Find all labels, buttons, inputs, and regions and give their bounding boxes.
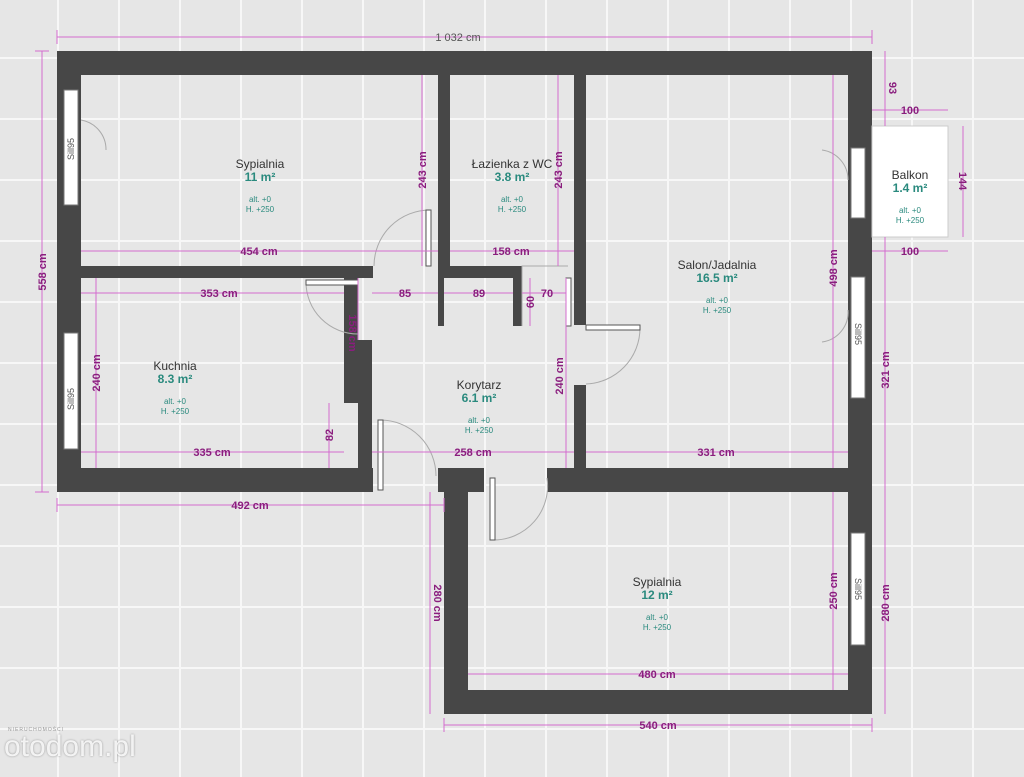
room-name: Sypialnia [633,575,682,589]
room-height: H. +250 [703,306,732,315]
room-alt: alt. +0 [646,613,669,622]
room-name: Salon/Jadalnia [678,258,757,272]
window-salon [850,276,866,399]
dim-bedroom2-right: 280 cm [880,584,892,622]
dim-bathroom-height: 243 cm [553,151,565,189]
dim-salon-width: 331 cm [697,447,735,459]
dim-bedroom1-height: 243 cm [417,151,429,189]
dim-kitchen-door: 158 cm [346,314,358,352]
dim-corridor-60: 60 [525,296,537,308]
room-area: 8.3 m² [158,372,193,386]
room-alt: alt. +0 [501,195,524,204]
room-bedroom1: Sypialnia 11 m² alt. +0 H. +250 [236,157,285,214]
sill-label-right-salon: Sill95 [853,323,863,345]
dim-salon-height: 498 cm [828,249,840,287]
room-height: H. +250 [643,623,672,632]
room-area: 1.4 m² [893,181,928,195]
room-height: H. +250 [896,216,925,225]
dim-kitchen-width: 335 cm [193,447,231,459]
dim-kitchen-height: 240 cm [91,354,103,392]
room-area: 16.5 m² [696,271,737,285]
dimension-lines [35,30,964,732]
room-area: 3.8 m² [495,170,530,184]
room-balcony: Balkon 1.4 m² alt. +0 H. +250 [892,168,929,225]
room-alt: alt. +0 [899,206,922,215]
dim-corridor-width: 258 cm [454,447,492,459]
dim-kitchen-small: 82 [324,429,336,441]
room-alt: alt. +0 [468,416,491,425]
dim-corridor-85: 85 [399,288,411,300]
dim-balcony-top: 100 [901,105,919,117]
room-name: Balkon [892,168,929,182]
room-salon: Salon/Jadalnia 16.5 m² alt. +0 H. +250 [678,258,757,315]
room-name: Sypialnia [236,157,285,171]
room-corridor: Korytarz 6.1 m² alt. +0 H. +250 [457,378,502,435]
dim-balcony-height: 144 [956,172,968,191]
watermark-logo: otodom.pl [4,730,136,763]
room-height: H. +250 [498,205,527,214]
window-bedroom1 [63,89,79,206]
dim-bedroom2-left: 280 cm [431,584,443,622]
room-area: 6.1 m² [462,391,497,405]
room-name: Łazienka z WC [472,157,553,171]
dim-kitchen-top: 353 cm [200,288,238,300]
dim-bedroom2-width: 480 cm [638,669,676,681]
dim-bathroom-width: 158 cm [492,246,530,258]
room-kitchen: Kuchnia 8.3 m² alt. +0 H. +250 [153,359,197,416]
room-alt: alt. +0 [249,195,272,204]
sill-label-left-bottom: Sill95 [66,388,76,410]
window-bedroom2 [850,532,866,646]
dimension-labels: 1 032 cm 558 cm 454 cm 243 cm 158 cm 243… [37,32,968,732]
watermark-small: NIERUCHOMOŚCI [8,727,65,733]
balcony-area [871,125,949,238]
room-alt: alt. +0 [164,397,187,406]
room-area: 12 m² [641,588,672,602]
room-area: 11 m² [245,170,276,184]
dim-corridor-89: 89 [473,288,485,300]
dim-corridor-height: 240 cm [554,357,566,395]
sill-label-left-top: Sill95 [66,138,76,160]
dim-bedroom2-height: 250 cm [828,572,840,610]
room-height: H. +250 [161,407,190,416]
dim-total-height: 558 cm [37,253,49,291]
room-height: H. +250 [465,426,494,435]
room-name: Kuchnia [153,359,197,373]
window-salon-balcony [850,147,866,219]
window-kitchen [63,332,79,450]
doors [80,119,849,541]
windows: Sill95 Sill95 Sill95 Sill95 [63,89,866,646]
dim-bottom-left: 492 cm [231,500,269,512]
dim-bedroom2-outer: 540 cm [639,720,677,732]
room-labels: Sypialnia 11 m² alt. +0 H. +250 Łazienka… [153,157,928,632]
dim-corridor-70: 70 [541,288,553,300]
room-alt: alt. +0 [706,296,729,305]
dim-right-93: 93 [886,82,898,94]
room-bathroom: Łazienka z WC 3.8 m² alt. +0 H. +250 [472,157,553,214]
room-height: H. +250 [246,205,275,214]
dim-right-321: 321 cm [880,351,892,389]
dim-bedroom1-width: 454 cm [240,246,278,258]
dim-total-width: 1 032 cm [435,32,480,44]
room-name: Korytarz [457,378,502,392]
room-bedroom2: Sypialnia 12 m² alt. +0 H. +250 [633,575,682,632]
dim-balcony-bottom: 100 [901,246,919,258]
sill-label-right-bedroom2: Sill95 [853,578,863,600]
